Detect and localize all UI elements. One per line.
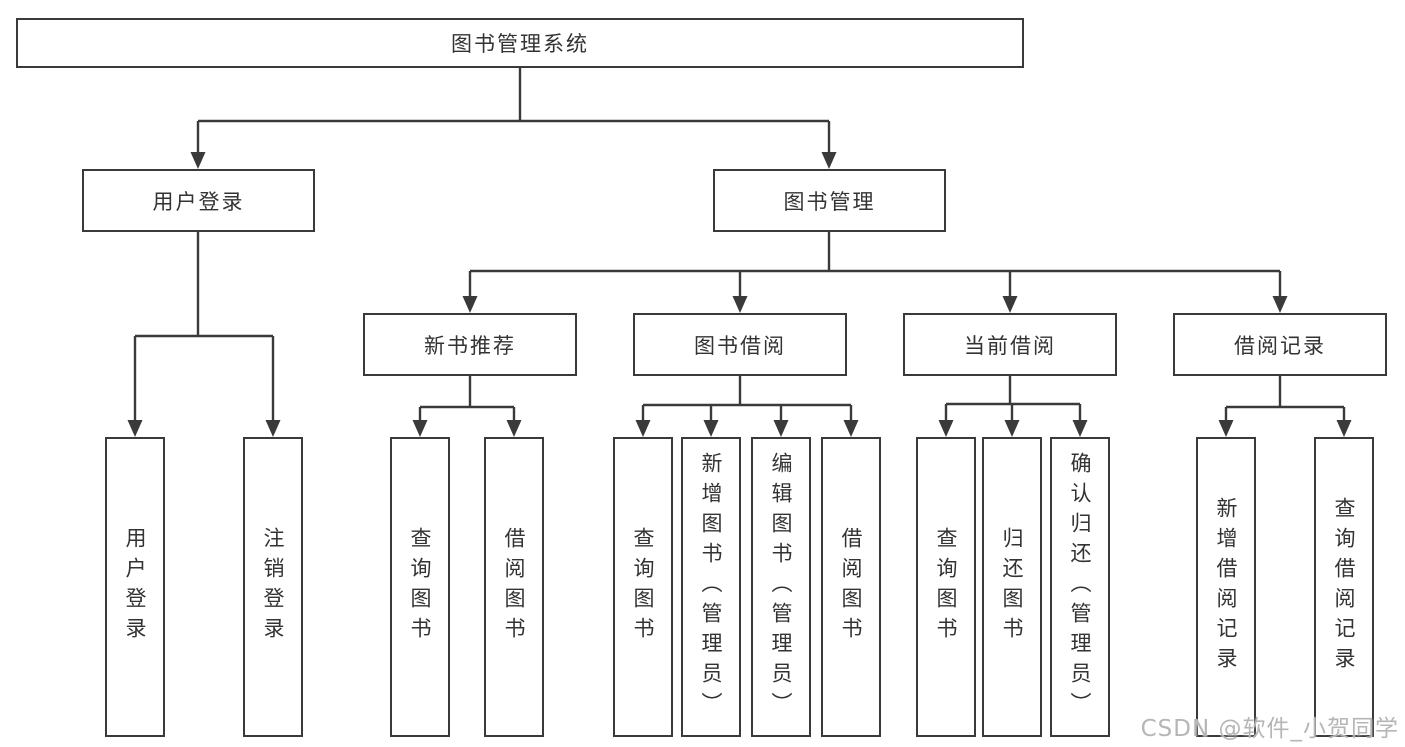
node-new-book-recommend: 新书推荐 (363, 313, 577, 376)
leaf-borrow-books-2: 借阅图书 (821, 437, 881, 737)
connector-currentborrow-to-leaves (938, 376, 1088, 437)
connector-newbook-to-leaves (412, 376, 522, 437)
leaf-borrow-books-2-label: 借阅图书 (839, 527, 863, 647)
arrowhead-icon (1072, 420, 1088, 437)
connector-bookborrow-to-leaves (635, 376, 859, 437)
node-new-book-recommend-label: 新书推荐 (424, 333, 516, 358)
node-borrow-records-label: 借阅记录 (1234, 333, 1326, 358)
leaf-edit-book-admin: 编辑图书（管理员） (751, 437, 811, 737)
leaf-query-books-borrow-label: 查询图书 (631, 527, 655, 647)
connector-bookmgmt-to-level3 (462, 232, 1288, 313)
connector-root-to-level2 (190, 68, 837, 169)
node-root: 图书管理系统 (16, 18, 1024, 68)
arrowhead-icon (821, 152, 837, 169)
arrowhead-icon (506, 420, 522, 437)
arrowhead-icon (1004, 420, 1020, 437)
leaf-add-borrow-record: 新增借阅记录 (1196, 437, 1256, 737)
node-borrow-records: 借阅记录 (1173, 313, 1387, 376)
leaf-query-books-current: 查询图书 (916, 437, 976, 737)
leaf-query-books-borrow: 查询图书 (613, 437, 673, 737)
node-root-label: 图书管理系统 (451, 32, 589, 56)
arrowhead-icon (773, 420, 789, 437)
leaf-edit-book-admin-label: 编辑图书（管理员） (769, 452, 793, 722)
leaf-confirm-return-admin: 确认归还（管理员） (1050, 437, 1110, 737)
leaf-borrow-books-recommend-label: 借阅图书 (502, 527, 526, 647)
leaf-return-book: 归还图书 (982, 437, 1042, 737)
node-book-borrow: 图书借阅 (633, 313, 847, 376)
csdn-watermark: CSDN @软件_小贺同学 (1140, 716, 1399, 742)
arrowhead-icon (127, 420, 143, 437)
arrowhead-icon (1002, 296, 1018, 313)
leaf-logout-label: 注销登录 (261, 527, 285, 647)
leaf-query-borrow-record-label: 查询借阅记录 (1332, 497, 1356, 677)
arrowhead-icon (635, 420, 651, 437)
leaf-query-books-current-label: 查询图书 (934, 527, 958, 647)
leaf-query-books-recommend: 查询图书 (390, 437, 450, 737)
arrowhead-icon (1336, 420, 1352, 437)
arrowhead-icon (412, 420, 428, 437)
leaf-add-book-admin-label: 新增图书（管理员） (699, 452, 723, 722)
arrowhead-icon (732, 296, 748, 313)
leaf-user-login-label: 用户登录 (123, 527, 147, 647)
node-book-borrow-label: 图书借阅 (694, 333, 786, 358)
node-current-borrow: 当前借阅 (903, 313, 1117, 376)
arrowhead-icon (190, 152, 206, 169)
leaf-logout: 注销登录 (243, 437, 303, 737)
node-book-management: 图书管理 (713, 169, 946, 232)
arrowhead-icon (1218, 420, 1234, 437)
arrowhead-icon (265, 420, 281, 437)
node-user-login-label: 用户登录 (152, 189, 245, 214)
leaf-add-borrow-record-label: 新增借阅记录 (1214, 497, 1238, 677)
leaf-borrow-books-recommend: 借阅图书 (484, 437, 544, 737)
arrowhead-icon (938, 420, 954, 437)
node-user-login: 用户登录 (82, 169, 315, 232)
arrowhead-icon (843, 420, 859, 437)
arrowhead-icon (462, 296, 478, 313)
connector-userlogin-to-leaves (127, 232, 281, 437)
arrowhead-icon (1272, 296, 1288, 313)
leaf-query-books-recommend-label: 查询图书 (408, 527, 432, 647)
leaf-query-borrow-record: 查询借阅记录 (1314, 437, 1374, 737)
leaf-add-book-admin: 新增图书（管理员） (681, 437, 741, 737)
leaf-user-login: 用户登录 (105, 437, 165, 737)
leaf-confirm-return-admin-label: 确认归还（管理员） (1068, 452, 1092, 722)
arrowhead-icon (703, 420, 719, 437)
node-book-management-label: 图书管理 (783, 189, 876, 214)
connector-borrowrecords-to-leaves (1218, 376, 1352, 437)
node-current-borrow-label: 当前借阅 (964, 333, 1056, 358)
leaf-return-book-label: 归还图书 (1000, 527, 1024, 647)
